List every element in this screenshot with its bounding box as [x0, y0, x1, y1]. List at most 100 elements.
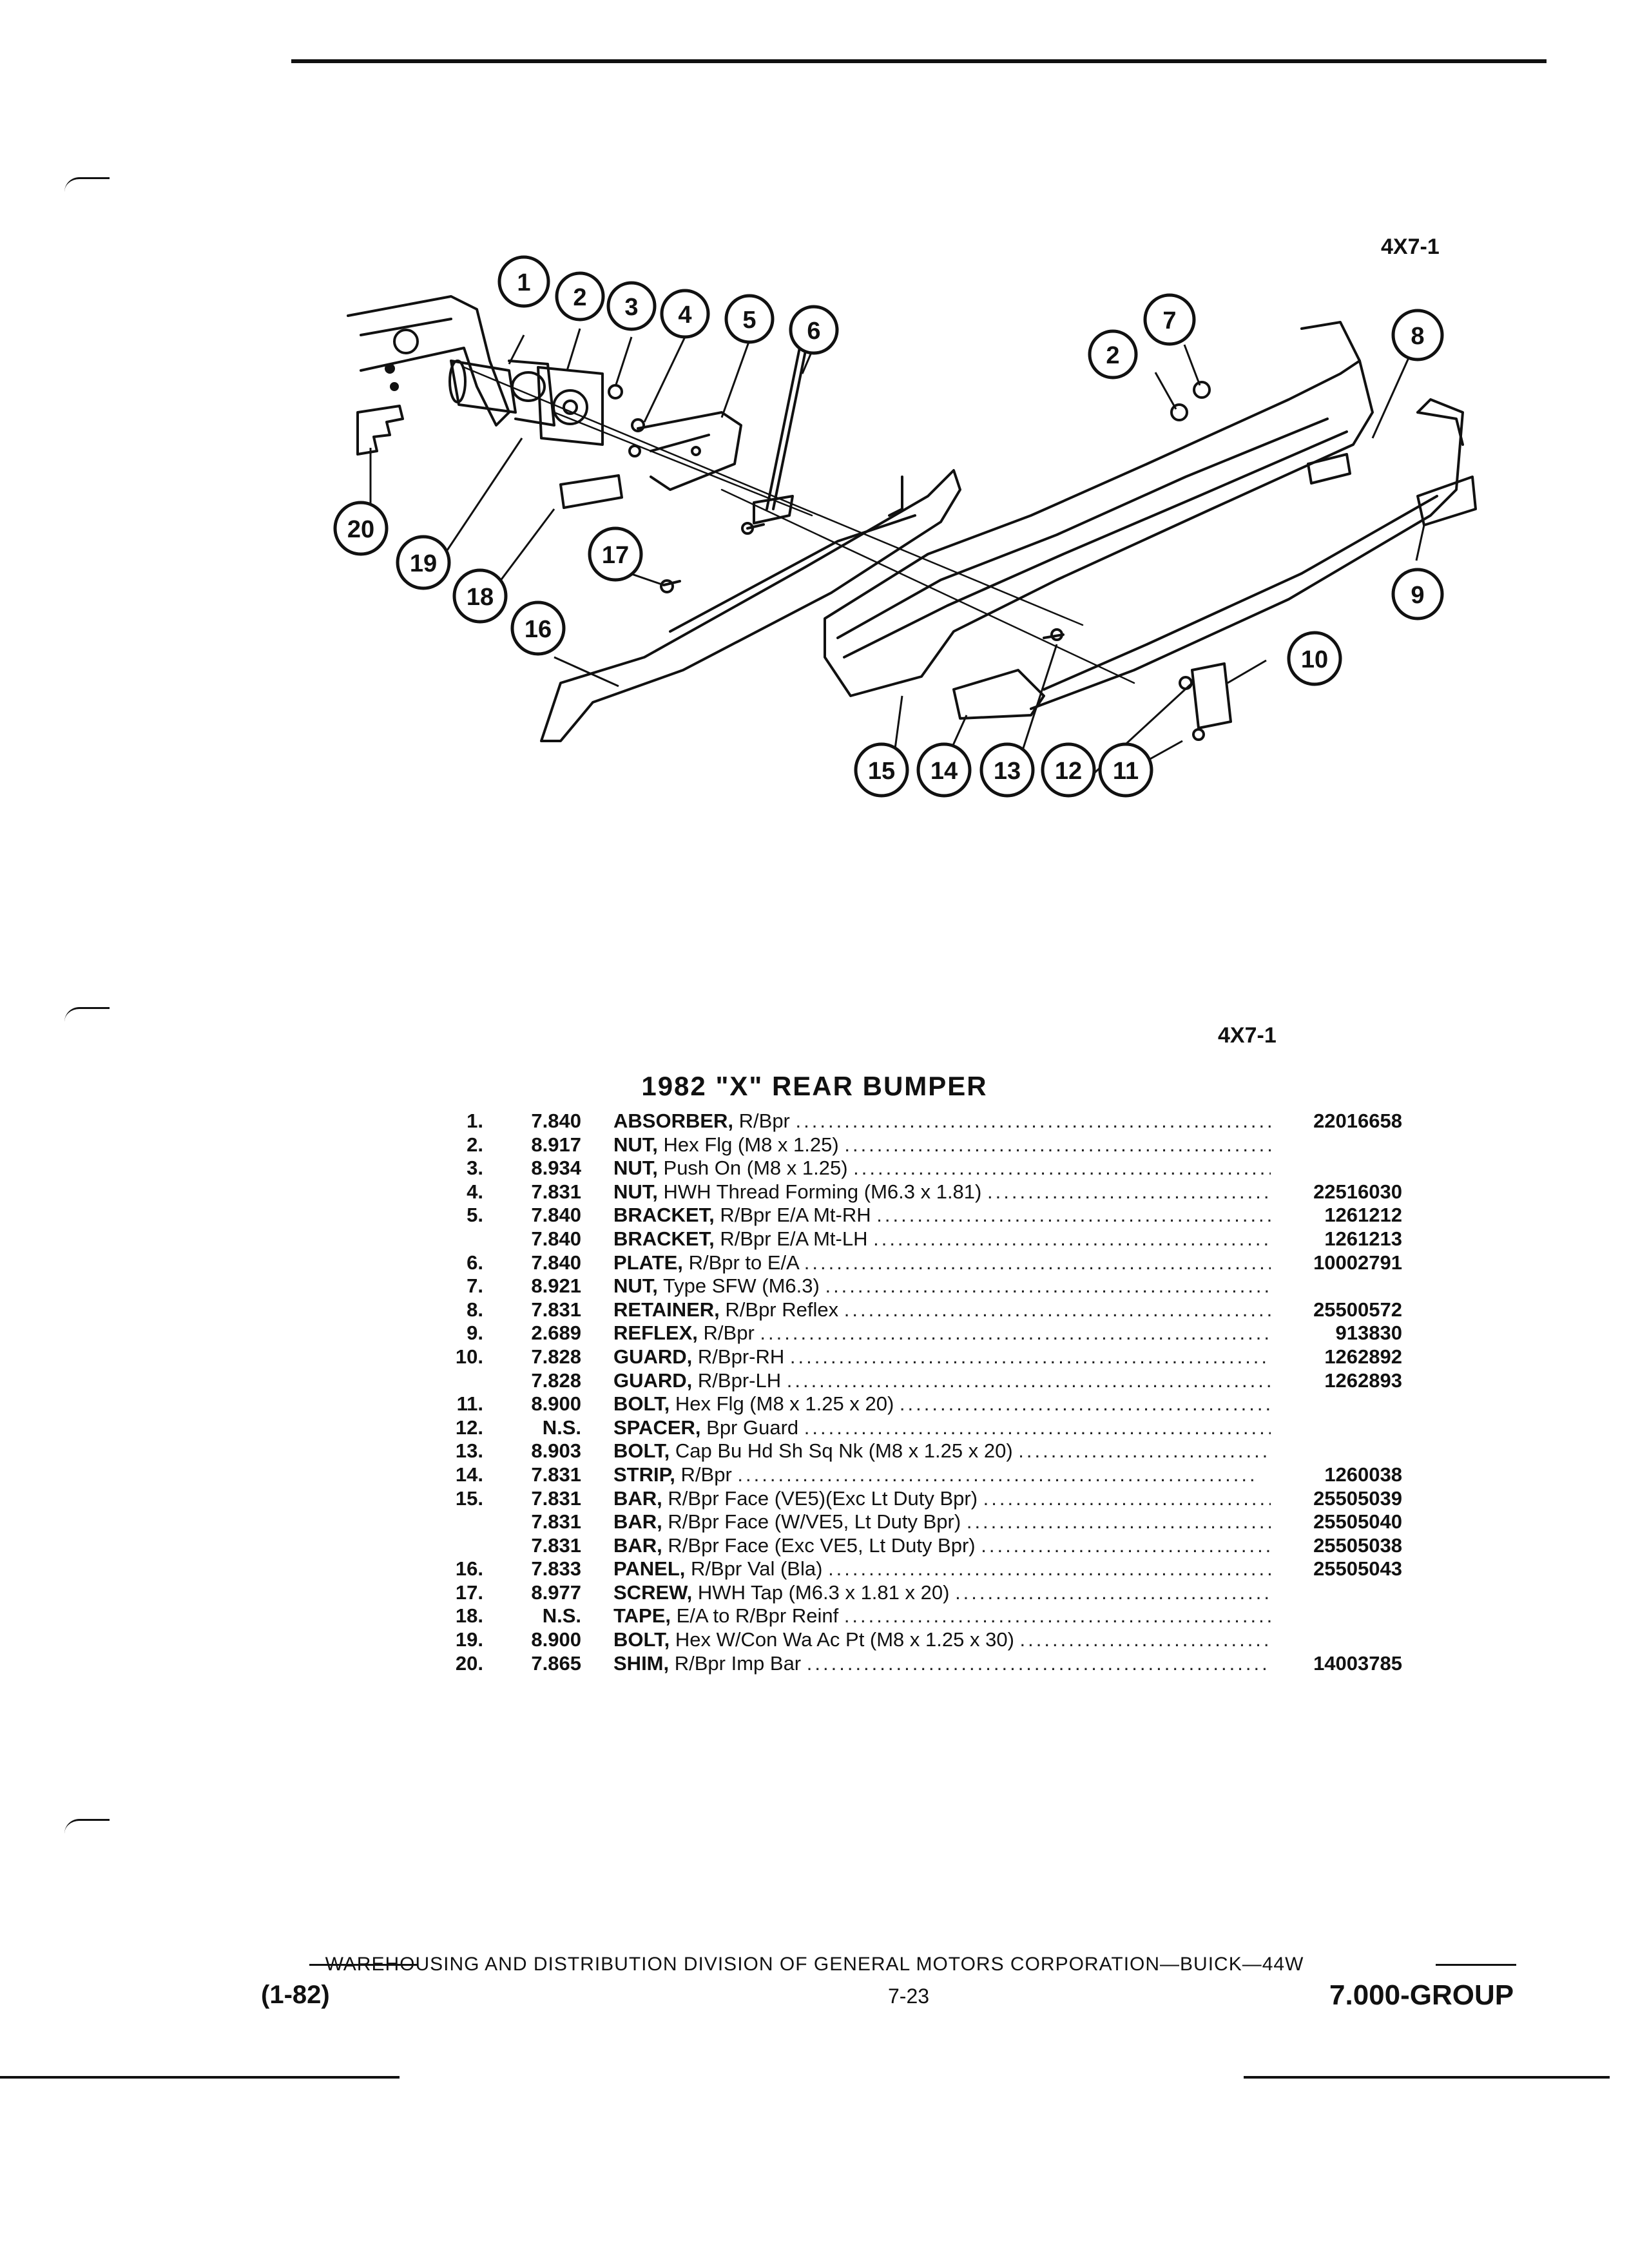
- part-number: 25500572: [1313, 1298, 1402, 1321]
- callout-3: 3: [606, 281, 657, 331]
- part-description: NUT, HWH Thread Forming (M6.3 x 1.81) ..…: [613, 1180, 1271, 1204]
- item-number: 5.: [467, 1204, 483, 1227]
- bottom-rule-right: [1244, 2076, 1610, 2079]
- leader-dots: ........................................…: [966, 1510, 1271, 1533]
- part-name: GUARD,: [613, 1345, 693, 1368]
- part-name: NUT,: [613, 1133, 658, 1156]
- group-number: 8.917: [531, 1133, 581, 1156]
- leader-dots: ........................................…: [786, 1369, 1271, 1392]
- leader-dots: ........................................…: [873, 1227, 1271, 1250]
- part-number: 1262892: [1324, 1345, 1402, 1368]
- part-number: 1261213: [1324, 1227, 1402, 1250]
- part-detail: R/Bpr Imp Bar: [674, 1651, 802, 1675]
- part-number: 25505038: [1313, 1533, 1402, 1557]
- leader-dots: ........................................…: [804, 1251, 1271, 1274]
- part-detail: HWH Thread Forming (M6.3 x 1.81): [663, 1180, 982, 1203]
- part-name: TAPE,: [613, 1604, 671, 1628]
- part-detail: HWH Tap (M6.3 x 1.81 x 20): [697, 1581, 950, 1604]
- leader-dots: ........................................…: [806, 1651, 1271, 1675]
- item-number: 20.: [455, 1651, 483, 1675]
- group-number: 7.831: [531, 1533, 581, 1557]
- callout-2-right: 2: [1088, 329, 1138, 380]
- group-number: N.S.: [542, 1416, 581, 1439]
- part-number: 22516030: [1313, 1180, 1402, 1203]
- callout-label: 12: [1055, 758, 1082, 785]
- part-description: PLATE, R/Bpr to E/A ....................…: [613, 1251, 1271, 1274]
- group-number: N.S.: [542, 1604, 581, 1628]
- callout-label: 7: [1162, 307, 1176, 334]
- callout-16: 16: [510, 601, 566, 656]
- part-name: SHIM,: [613, 1651, 670, 1675]
- callout-20: 20: [333, 501, 389, 556]
- callout-label: 8: [1411, 323, 1424, 350]
- footer-rule-left: [309, 1964, 418, 1966]
- part-description: TAPE, E/A to R/Bpr Reinf ...............…: [613, 1604, 1271, 1628]
- group-number: 2.689: [531, 1321, 581, 1345]
- part-detail: Hex Flg (M8 x 1.25 x 20): [675, 1392, 894, 1416]
- item-number: 17.: [455, 1581, 483, 1604]
- callout-15: 15: [854, 742, 909, 798]
- callout-2: 2: [555, 271, 605, 322]
- part-description: SCREW, HWH Tap (M6.3 x 1.81 x 20) ......…: [613, 1581, 1271, 1604]
- callout-label: 18: [467, 584, 494, 611]
- callout-18: 18: [452, 568, 508, 624]
- bottom-rule-left: [0, 2076, 400, 2079]
- callout-17: 17: [588, 526, 643, 582]
- page-number: 7-23: [888, 1984, 930, 2008]
- part-name: BOLT,: [613, 1628, 670, 1651]
- item-number: 8.: [467, 1298, 483, 1321]
- item-number: 19.: [455, 1628, 483, 1651]
- parts-row: 18. N.S. TAPE, E/A to R/Bpr Reinf ........…: [425, 1604, 1405, 1628]
- part-number: 25505040: [1313, 1510, 1402, 1533]
- callout-19: 19: [396, 535, 451, 590]
- callout-9: 9: [1391, 568, 1444, 620]
- part-detail: Push On (M8 x 1.25): [663, 1157, 848, 1180]
- part-name: STRIP,: [613, 1463, 675, 1486]
- group-number: 7.828: [531, 1369, 581, 1392]
- part-number: 1262893: [1324, 1369, 1402, 1392]
- item-number: 16.: [455, 1557, 483, 1581]
- leader-dots: ........................................…: [853, 1157, 1271, 1180]
- part-detail: Hex W/Con Wa Ac Pt (M8 x 1.25 x 30): [675, 1628, 1014, 1651]
- callout-8: 8: [1391, 309, 1444, 361]
- group-number: 7.831: [531, 1180, 581, 1203]
- item-number: 12.: [455, 1416, 483, 1439]
- part-description: BAR, R/Bpr Face (VE5)(Exc Lt Duty Bpr) .…: [613, 1487, 1271, 1510]
- part-name: BAR,: [613, 1486, 662, 1510]
- leader-dots: ........................................…: [981, 1533, 1271, 1557]
- leader-dots: ........................................…: [825, 1274, 1271, 1298]
- group-number: 8.900: [531, 1392, 581, 1416]
- punch-mark-bottom: [64, 1819, 110, 1834]
- callout-label: 2: [573, 284, 586, 311]
- part-name: PLATE,: [613, 1251, 683, 1274]
- part-number: 1261212: [1324, 1204, 1402, 1227]
- item-number: 18.: [455, 1604, 483, 1628]
- part-detail: Bpr Guard: [706, 1416, 799, 1439]
- callout-5: 5: [724, 294, 775, 344]
- callout-1: 1: [497, 255, 550, 308]
- group-number: 7.840: [531, 1110, 581, 1132]
- callout-4: 4: [660, 289, 710, 339]
- group-number: 7.865: [531, 1651, 581, 1675]
- item-number: 10.: [455, 1345, 483, 1368]
- callout-label: 4: [678, 302, 691, 329]
- footer-rule-right: [1436, 1964, 1516, 1966]
- part-name: BAR,: [613, 1510, 662, 1533]
- leader-dots: ........................................…: [899, 1392, 1271, 1416]
- leader-dots: ........................................…: [737, 1463, 1258, 1486]
- part-description: NUT, Type SFW (M6.3) ...................…: [613, 1274, 1271, 1298]
- callout-14: 14: [916, 742, 972, 798]
- leader-dots: ........................................…: [844, 1133, 1271, 1156]
- part-number: 913830: [1335, 1321, 1402, 1345]
- parts-row: 20. 7.865 SHIM, R/Bpr Imp Bar ............…: [425, 1652, 1405, 1676]
- part-detail: R/Bpr to E/A: [688, 1251, 799, 1274]
- part-number: 1260038: [1324, 1463, 1402, 1486]
- leader-dots: ........................................…: [843, 1604, 1271, 1628]
- part-number: 10002791: [1313, 1251, 1402, 1274]
